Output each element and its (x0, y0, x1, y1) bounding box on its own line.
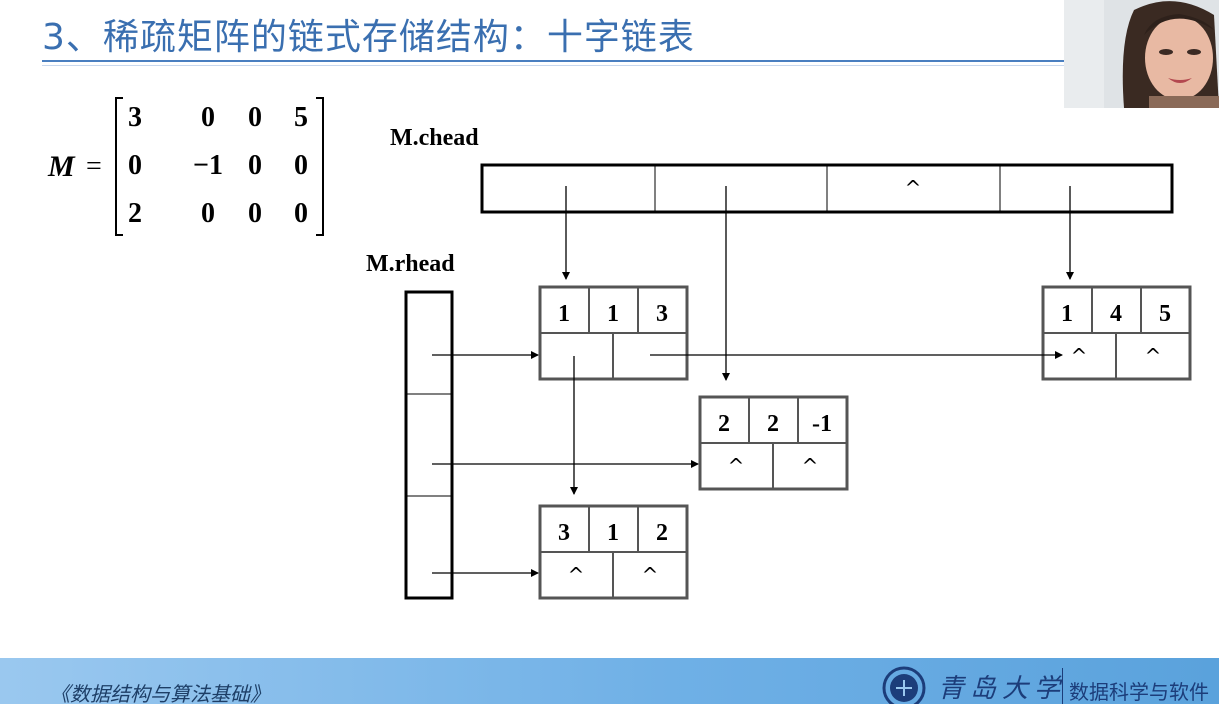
node-col-index: 2 (767, 411, 779, 437)
title-divider (42, 60, 1067, 62)
node-down-ptr: ^ (728, 454, 745, 478)
node-right-ptr: ^ (642, 563, 659, 587)
matrix-equals: = (86, 151, 102, 182)
node-3-1: 3 1 2 ^ ^ (538, 504, 689, 600)
node-2-2: 2 2 -1 ^ ^ (698, 395, 849, 491)
node-down-ptr: ^ (1071, 344, 1088, 368)
node-col-index: 1 (607, 520, 619, 546)
node-value: 5 (1159, 301, 1171, 327)
matrix-cell: 0 (294, 198, 308, 229)
chead-array: ^ (480, 163, 1174, 214)
matrix-cell: 5 (294, 102, 308, 133)
matrix-cell: 0 (248, 198, 262, 229)
matrix-cell: 0 (128, 150, 142, 181)
matrix-left-bracket (115, 97, 123, 236)
matrix-cell: −1 (193, 150, 223, 181)
node-1-4: 1 4 5 ^ ^ (1041, 285, 1192, 381)
matrix-cell: 0 (201, 198, 215, 229)
matrix-cell: 0 (201, 102, 215, 133)
matrix-right-bracket (316, 97, 324, 236)
footer-divider (1062, 668, 1063, 704)
node-row-index: 3 (558, 520, 570, 546)
matrix-label: M (47, 150, 76, 183)
node-col-index: 4 (1110, 301, 1122, 327)
presenter-webcam (1064, 0, 1219, 108)
node-row-index: 1 (558, 301, 570, 327)
university-name: 青岛大学 (938, 674, 1067, 704)
node-right-ptr: ^ (802, 454, 819, 478)
footer-banner: 《数据结构与算法基础》 青岛大学 数据科学与软件 (0, 658, 1219, 706)
node-col-index: 1 (607, 301, 619, 327)
department-name: 数据科学与软件 (1069, 680, 1209, 704)
rhead-array (404, 290, 454, 600)
pointer-arrows (432, 186, 1074, 577)
matrix-cell: 0 (294, 150, 308, 181)
chead-cell-3: ^ (905, 176, 922, 200)
matrix-equation: M = 3 0 0 5 0 −1 0 0 2 0 0 0 (47, 97, 324, 236)
node-value: 2 (656, 520, 668, 546)
matrix-cell: 3 (128, 102, 142, 133)
node-1-1: 1 1 3 (538, 285, 689, 381)
node-down-ptr: ^ (568, 563, 585, 587)
matrix-cell: 0 (248, 150, 262, 181)
course-name: 《数据结构与算法基础》 (50, 682, 270, 706)
chead-label: M.chead (390, 125, 479, 151)
matrix-cell: 2 (128, 198, 142, 229)
node-value: 3 (656, 301, 668, 327)
node-right-ptr: ^ (1145, 344, 1162, 368)
university-logo (882, 666, 926, 704)
title-divider-thin (42, 65, 1067, 66)
node-row-index: 2 (718, 411, 730, 437)
matrix-cell: 0 (248, 102, 262, 133)
slide-title: 3、稀疏矩阵的链式存储结构：十字链表 (42, 17, 695, 58)
node-row-index: 1 (1061, 301, 1073, 327)
node-value: -1 (812, 411, 832, 437)
rhead-label: M.rhead (366, 251, 455, 277)
